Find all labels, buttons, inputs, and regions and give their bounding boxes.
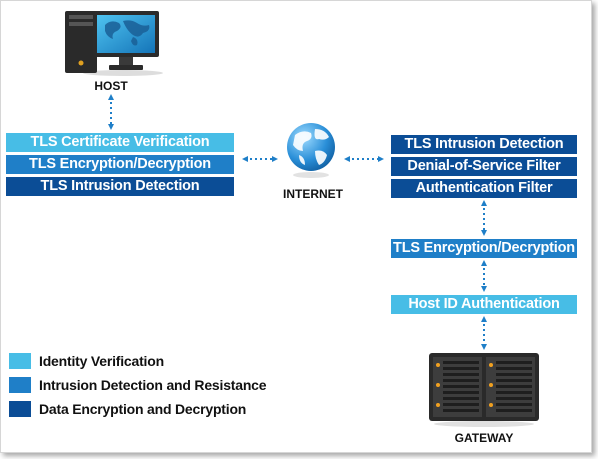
diagram-frame: HOST TLS Certificate Verification TLS En… <box>0 0 592 453</box>
legend-label-intrusion: Intrusion Detection and Resistance <box>39 377 267 393</box>
legend-swatch-intrusion <box>9 377 31 393</box>
internet-label: INTERNET <box>283 187 343 201</box>
legend-label-identity: Identity Verification <box>39 353 164 369</box>
gateway-bar-intrusion-detection: TLS Intrusion Detection <box>391 135 577 154</box>
host-bar-intrusion-detection: TLS Intrusion Detection <box>6 177 234 196</box>
host-bar-encryption-decryption: TLS Encryption/Decryption <box>6 155 234 174</box>
legend-label-encryption: Data Encryption and Decryption <box>39 401 247 417</box>
legend-swatch-encryption <box>9 401 31 417</box>
host-label: HOST <box>94 79 128 93</box>
host-bar-certificate-verification: TLS Certificate Verification <box>6 133 234 152</box>
gateway-bar-encryption-decryption: TLS Enrcyption/Decryption <box>391 239 577 258</box>
gateway-bar-authentication-filter: Authentication Filter <box>391 179 577 198</box>
gateway-bar-dos-filter: Denial-of-Service Filter <box>391 157 577 176</box>
gateway-bar-host-id-authentication: Host ID Authentication <box>391 295 577 314</box>
globe-icon <box>287 123 335 178</box>
desktop-computer-icon <box>65 11 163 76</box>
server-rack-icon <box>429 353 539 427</box>
legend-swatch-identity <box>9 353 31 369</box>
connector-arrows <box>108 94 487 350</box>
gateway-label: GATEWAY <box>454 431 514 445</box>
